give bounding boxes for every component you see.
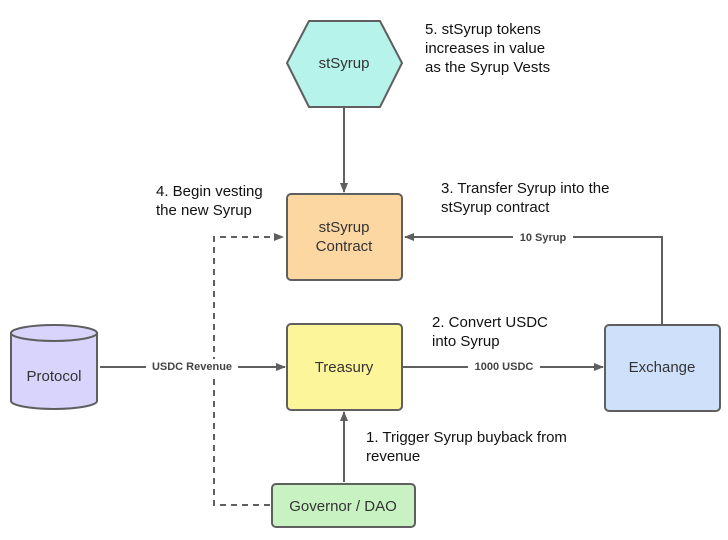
exchange-node-label: Exchange — [629, 359, 696, 376]
protocol-node — [10, 324, 98, 410]
governor-node-label: Governor / DAO — [289, 498, 397, 515]
governor-node — [271, 483, 416, 528]
edge-label-10-syrup: 10 Syrup — [520, 232, 567, 244]
stsyrup-contract-label-line1: stSyrup — [319, 219, 370, 236]
note-step-3: 3. Transfer Syrup into the stSyrup contr… — [441, 180, 610, 216]
treasury-node — [286, 323, 403, 411]
treasury-node-label: Treasury — [315, 359, 374, 376]
exchange-node — [604, 324, 721, 412]
edge-exchange-to-contract — [404, 233, 663, 324]
note-step-5: 5. stSyrup tokens increases in value as … — [425, 21, 551, 76]
protocol-node-label: Protocol — [26, 368, 81, 385]
note-step-1: 1. Trigger Syrup buyback from revenue — [366, 429, 567, 465]
edge-label-1000-usdc: 1000 USDC — [475, 361, 534, 373]
edge-label-usdc-revenue: USDC Revenue — [152, 361, 232, 373]
stsyrup-contract-node — [286, 193, 403, 281]
stsyrup-node-label: stSyrup — [319, 55, 370, 72]
stsyrup-contract-label-line2: Contract — [316, 238, 374, 255]
note-step-2: 2. Convert USDC into Syrup — [432, 314, 548, 350]
stsyrup-node — [286, 20, 403, 108]
note-step-4: 4. Begin vesting the new Syrup — [156, 183, 263, 219]
